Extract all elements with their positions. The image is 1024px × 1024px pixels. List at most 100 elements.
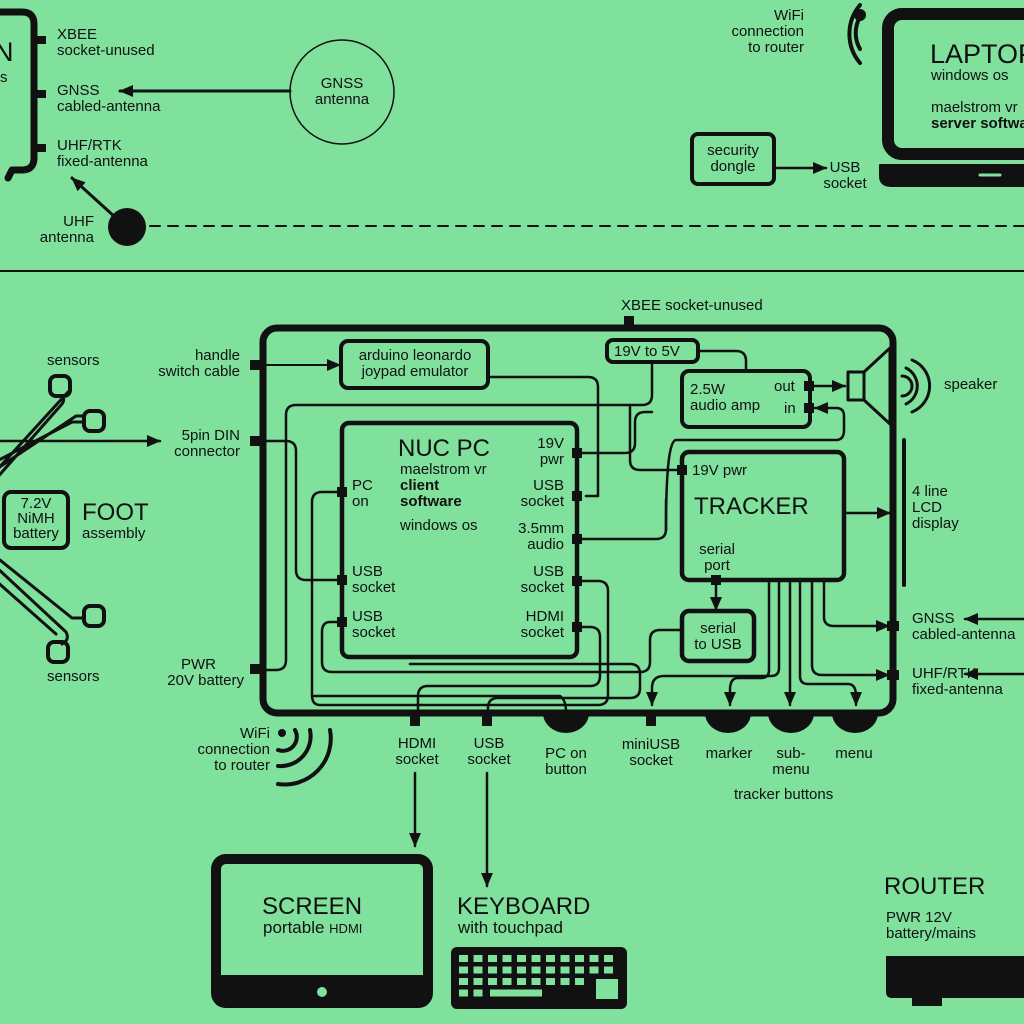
nuc-software-1: maelstrom vr — [400, 461, 487, 478]
keyboard-key — [531, 955, 541, 962]
keyboard-key — [560, 978, 570, 985]
keyboard-key — [517, 955, 526, 962]
keyboard-key — [488, 955, 497, 962]
keyboard-spacebar — [490, 989, 542, 997]
marker-button-label: marker — [705, 745, 753, 762]
keyboard-key — [473, 966, 483, 974]
left-device-frame — [0, 8, 38, 182]
keyboard-key — [517, 966, 526, 974]
keyboard-key — [589, 966, 599, 974]
laptop-software-2: server software — [931, 115, 1024, 132]
left-device-title: N — [0, 37, 14, 67]
keyboard-key — [502, 978, 512, 985]
keyboard-key — [531, 978, 541, 985]
keyboard-key — [575, 978, 584, 985]
keyboard-key — [459, 955, 468, 962]
amp-in-label: in — [784, 400, 796, 417]
keyboard-key — [575, 955, 584, 962]
xbee-main-label: XBEE socket-unused — [621, 297, 763, 314]
keyboard-key — [560, 955, 570, 962]
screen-title: SCREEN — [262, 893, 363, 920]
foot-subtitle: assembly — [82, 525, 146, 542]
left-device-subtitle: s — [0, 69, 8, 86]
speaker-label: speaker — [944, 376, 998, 393]
keyboard-key — [575, 966, 584, 974]
keyboard-key — [517, 978, 526, 985]
keyboard-key — [459, 989, 468, 997]
keyboard-touchpad — [596, 979, 618, 999]
keyboard-subtitle: with touchpad — [458, 918, 563, 937]
amp-out-label: out — [774, 378, 795, 395]
keyboard-key — [459, 966, 468, 974]
router-title: ROUTER — [884, 873, 986, 900]
keyboard-key — [473, 989, 483, 997]
nuc-os: windows os — [400, 517, 478, 534]
nuc-software-3: software — [400, 493, 462, 510]
keyboard-key — [546, 955, 555, 962]
keyboard-key — [546, 978, 555, 985]
foot-title: FOOT — [82, 499, 149, 526]
keyboard-key — [459, 978, 468, 985]
keyboard-key — [531, 966, 541, 974]
keyboard-key — [546, 966, 555, 974]
keyboard-key — [473, 978, 483, 985]
sensors-top-label: sensors — [47, 352, 100, 369]
keyboard-title: KEYBOARD — [457, 893, 591, 920]
keyboard-key — [502, 966, 512, 974]
keyboard-key — [473, 955, 483, 962]
keyboard-key — [502, 955, 512, 962]
laptop-title: LAPTOP — [930, 39, 1024, 69]
converter-label: 19V to 5V — [614, 343, 680, 360]
keyboard-key — [560, 966, 570, 974]
sensors-bottom-label: sensors — [47, 668, 100, 685]
laptop-software-1: maelstrom vr — [931, 99, 1018, 116]
tracker-box — [679, 449, 847, 583]
laptop-os: windows os — [931, 67, 1009, 84]
screen-subtitle: portable HDMI — [263, 918, 363, 937]
keyboard-key — [488, 978, 497, 985]
submenu-button-label: sub-menu — [772, 745, 810, 778]
tracker-buttons-label: tracker buttons — [734, 786, 834, 803]
menu-button-label: menu — [835, 745, 873, 762]
keyboard-key — [604, 966, 613, 974]
tracker-pwr-label: 19V pwr — [692, 462, 748, 479]
tracker-title: TRACKER — [694, 493, 809, 520]
nuc-software-2: client — [400, 477, 440, 494]
keyboard-key — [604, 955, 613, 962]
nuc-title: NUC PC — [398, 435, 491, 462]
keyboard-key — [589, 955, 599, 962]
